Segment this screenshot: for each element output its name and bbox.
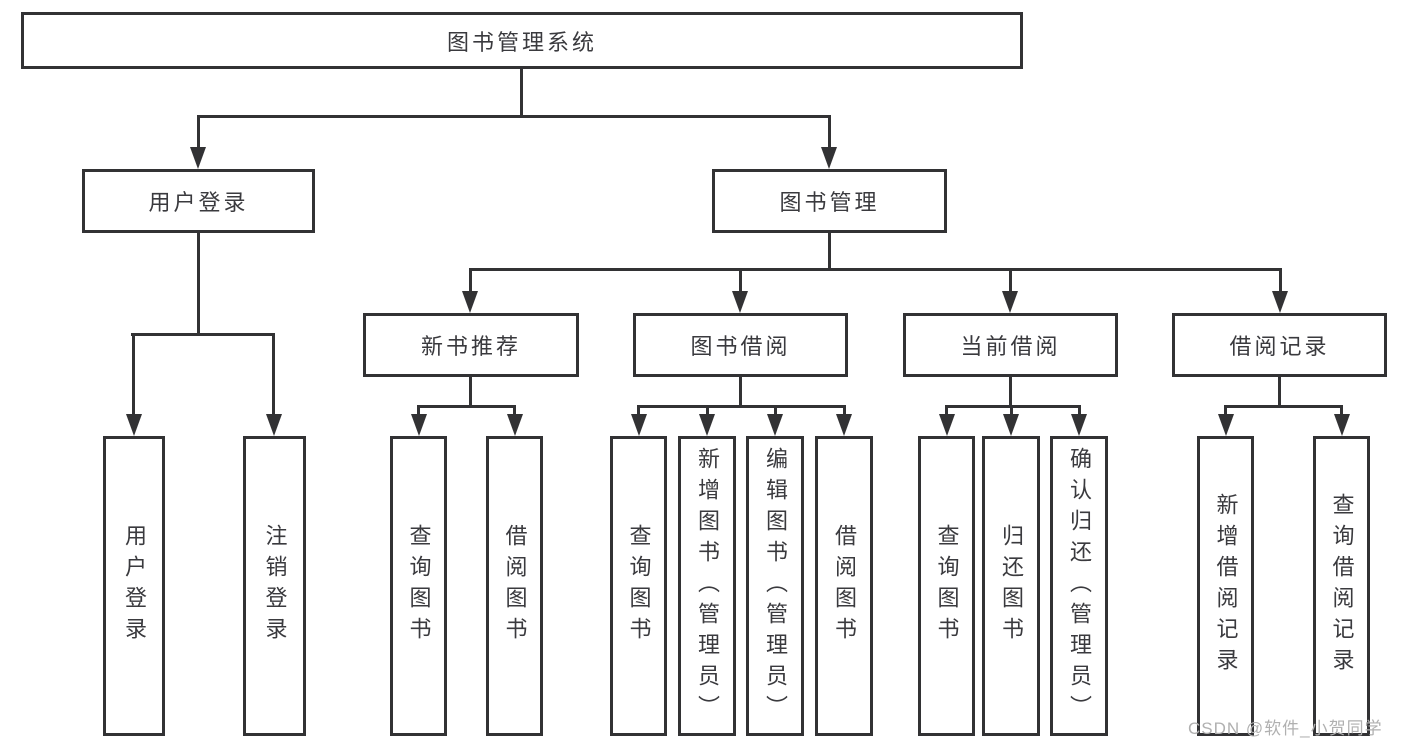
connector-arrowhead [1071,414,1087,436]
connector-arrowhead [732,291,748,313]
connector-line [1278,377,1281,407]
node-label: 确认归还（管理员） [1067,446,1092,726]
node-label: 编辑图书（管理员） [763,446,788,726]
node-label: 图书借阅 [690,334,791,359]
leaf-user-login: 用户登录 [103,436,165,736]
connector-arrowhead [699,414,715,436]
leaf-logout: 注销登录 [243,436,306,736]
leaf-return-books: 归还图书 [982,436,1040,736]
node-label: 当前借阅 [960,334,1061,359]
connector-line [469,377,472,407]
node-label: 查询借阅记录 [1329,493,1355,679]
connector-line [1224,405,1343,408]
connector-line [774,405,777,417]
node-borrowing-records: 借阅记录 [1172,313,1387,377]
connector-line [706,405,709,417]
leaf-add-books-admin: 新增图书（管理员） [678,436,736,736]
leaf-borrow-books: 借阅图书 [486,436,543,736]
connector-arrowhead [462,291,478,313]
node-user-login: 用户登录 [82,169,315,233]
node-label: 归还图书 [999,524,1024,648]
leaf-query-books: 查询图书 [918,436,975,736]
node-root-system: 图书管理系统 [21,12,1023,69]
node-label: 查询图书 [934,524,960,648]
node-label: 新增借阅记录 [1213,493,1239,679]
node-label: 新增图书（管理员） [695,446,720,726]
connector-arrowhead [507,414,523,436]
connector-arrowhead [1272,291,1288,313]
connector-line [945,405,948,417]
node-book-management: 图书管理 [712,169,947,233]
connector-line [197,115,200,151]
connector-arrowhead [631,414,647,436]
connector-arrowhead [126,414,142,436]
connector-arrowhead [821,147,837,169]
connector-line [513,405,516,417]
leaf-confirm-return-admin: 确认归还（管理员） [1050,436,1108,736]
connector-arrowhead [190,147,206,169]
connector-line [417,405,516,408]
connector-line [637,405,640,417]
node-current-borrowing: 当前借阅 [903,313,1118,377]
connector-line [132,333,135,416]
csdn-watermark: CSDN @软件_小贺同学 [1188,719,1383,738]
connector-line [1224,405,1227,417]
node-label: 图书管理 [779,190,880,215]
connector-line [469,268,472,295]
connector-line [520,69,523,118]
connector-line [843,405,846,417]
connector-arrowhead [1002,291,1018,313]
connector-line [1340,405,1343,417]
connector-line [828,233,831,271]
connector-line [828,115,831,151]
connector-line [1279,268,1282,295]
connector-line [417,405,420,417]
node-label: 借阅记录 [1229,334,1330,359]
connector-line [197,233,200,335]
connector-arrowhead [767,414,783,436]
node-label: 新书推荐 [420,334,521,359]
node-new-book-recommend: 新书推荐 [363,313,579,377]
node-book-borrowing: 图书借阅 [633,313,848,377]
connector-line [739,377,742,407]
leaf-query-books: 查询图书 [390,436,447,736]
connector-line [131,333,275,336]
node-label: 用户登录 [148,190,249,215]
connector-line [469,268,1282,271]
node-label: 用户登录 [122,524,147,648]
connector-line [272,333,275,416]
leaf-query-books: 查询图书 [610,436,667,736]
connector-arrowhead [1003,414,1019,436]
connector-line [1009,268,1012,295]
connector-arrowhead [939,414,955,436]
node-label: 查询图书 [626,524,652,648]
connector-line [739,268,742,295]
node-label: 查询图书 [406,524,432,648]
connector-line [1010,405,1013,417]
leaf-borrow-books: 借阅图书 [815,436,873,736]
leaf-add-borrow-record: 新增借阅记录 [1197,436,1254,736]
connector-line [1078,405,1081,417]
node-label: 注销登录 [262,524,288,648]
connector-arrowhead [836,414,852,436]
connector-arrowhead [411,414,427,436]
connector-arrowhead [1334,414,1350,436]
connector-line [1009,377,1012,407]
connector-line [197,115,831,118]
leaf-edit-books-admin: 编辑图书（管理员） [746,436,804,736]
node-label: 借阅图书 [832,524,857,648]
leaf-query-borrow-record: 查询借阅记录 [1313,436,1370,736]
connector-arrowhead [1218,414,1234,436]
connector-arrowhead [266,414,282,436]
connector-line [637,405,846,408]
node-label: 借阅图书 [502,524,528,648]
node-label: 图书管理系统 [446,29,597,55]
